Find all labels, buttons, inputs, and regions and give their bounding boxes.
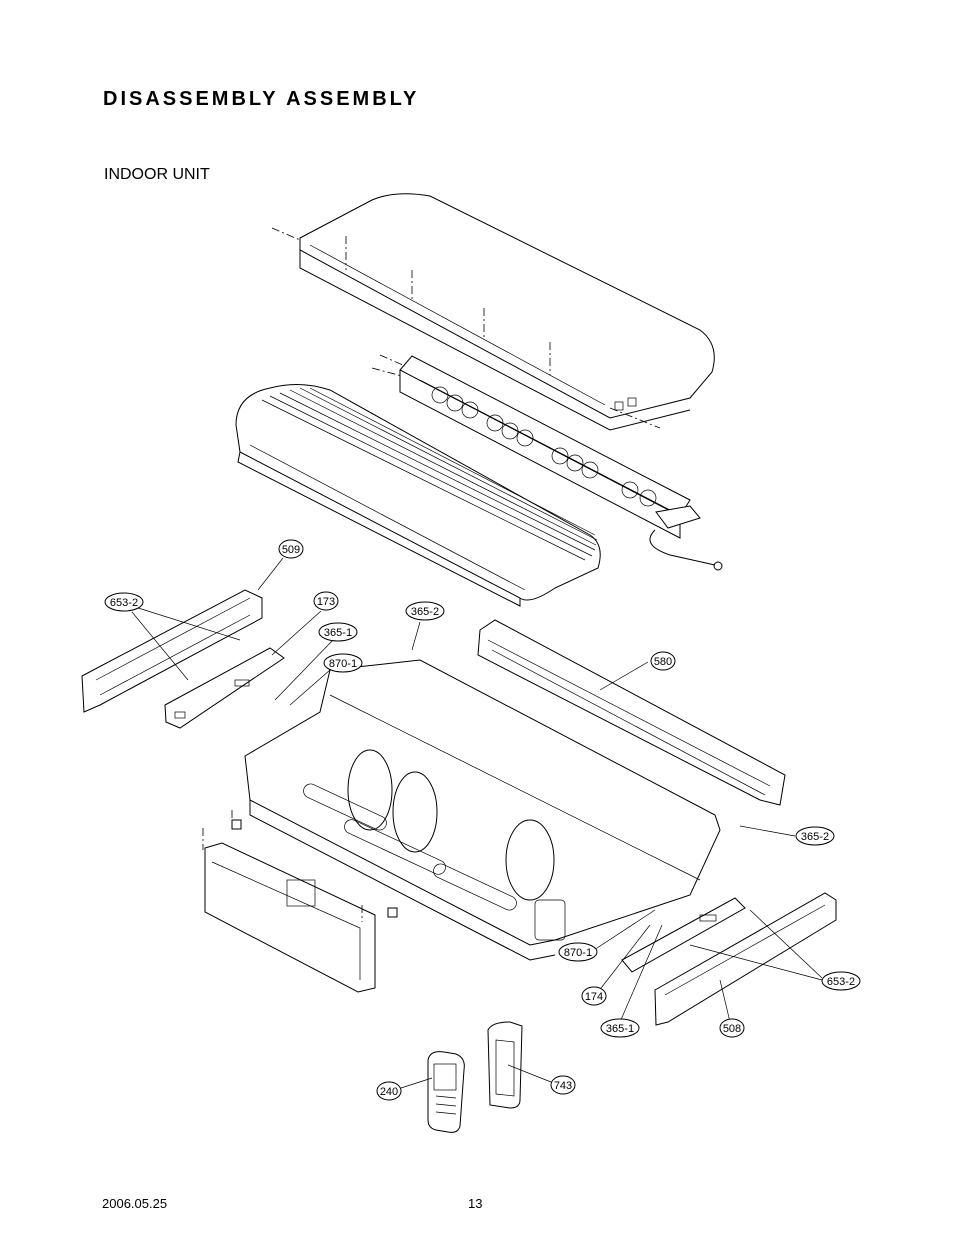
callout-173: 173	[313, 591, 339, 611]
svg-text:743: 743	[554, 1080, 572, 1092]
right-side-panel-part	[654, 892, 837, 1026]
callout-365-2-top: 365-2	[405, 601, 445, 621]
front-grille-part	[235, 384, 601, 607]
callout-365-2-right: 365-2	[795, 826, 835, 846]
callout-365-1-left: 365-1	[318, 622, 358, 642]
left-side-panel-part	[81, 589, 263, 713]
callout-365-1-right: 365-1	[600, 1018, 640, 1038]
page-title: DISASSEMBLY ASSEMBLY	[103, 88, 420, 110]
svg-text:508: 508	[723, 1023, 741, 1035]
svg-text:365-2: 365-2	[801, 831, 829, 843]
front-lower-panel-part	[204, 842, 376, 993]
svg-text:653-2: 653-2	[827, 976, 855, 988]
svg-text:653-2: 653-2	[110, 597, 138, 609]
top-cover-part	[271, 193, 715, 431]
remote-controller-part	[427, 1051, 465, 1133]
svg-text:580: 580	[654, 656, 672, 668]
svg-text:365-1: 365-1	[606, 1023, 634, 1035]
page-number: 13	[468, 1196, 483, 1211]
left-bracket-part	[164, 647, 285, 729]
drain-pan-part	[477, 619, 786, 806]
callout-508: 508	[719, 1018, 745, 1038]
footer-date: 2006.05.25	[102, 1196, 168, 1211]
callout-580: 580	[650, 651, 676, 671]
callout-174: 174	[581, 986, 607, 1006]
svg-text:174: 174	[585, 991, 603, 1003]
callout-870-1-right: 870-1	[558, 942, 598, 962]
callout-240: 240	[376, 1081, 402, 1101]
callout-653-2-left: 653-2	[104, 592, 144, 612]
callout-653-2-right: 653-2	[821, 971, 861, 991]
svg-text:365-2: 365-2	[411, 606, 439, 618]
chassis-blower-part	[244, 659, 721, 961]
right-bracket-part	[621, 897, 746, 973]
svg-text:173: 173	[317, 596, 335, 608]
svg-text:870-1: 870-1	[564, 947, 592, 959]
remote-holder-part	[487, 1021, 523, 1109]
svg-text:240: 240	[380, 1086, 398, 1098]
evaporator-assembly	[371, 354, 723, 571]
svg-text:365-1: 365-1	[324, 627, 352, 639]
callout-743: 743	[550, 1075, 576, 1095]
callout-870-1-left: 870-1	[323, 653, 363, 673]
svg-text:870-1: 870-1	[329, 658, 357, 670]
svg-text:509: 509	[282, 544, 300, 556]
leader-lines	[131, 557, 823, 1089]
callout-509: 509	[278, 539, 304, 559]
section-subtitle: INDOOR UNIT	[104, 166, 210, 183]
small-clips-part	[202, 810, 398, 922]
